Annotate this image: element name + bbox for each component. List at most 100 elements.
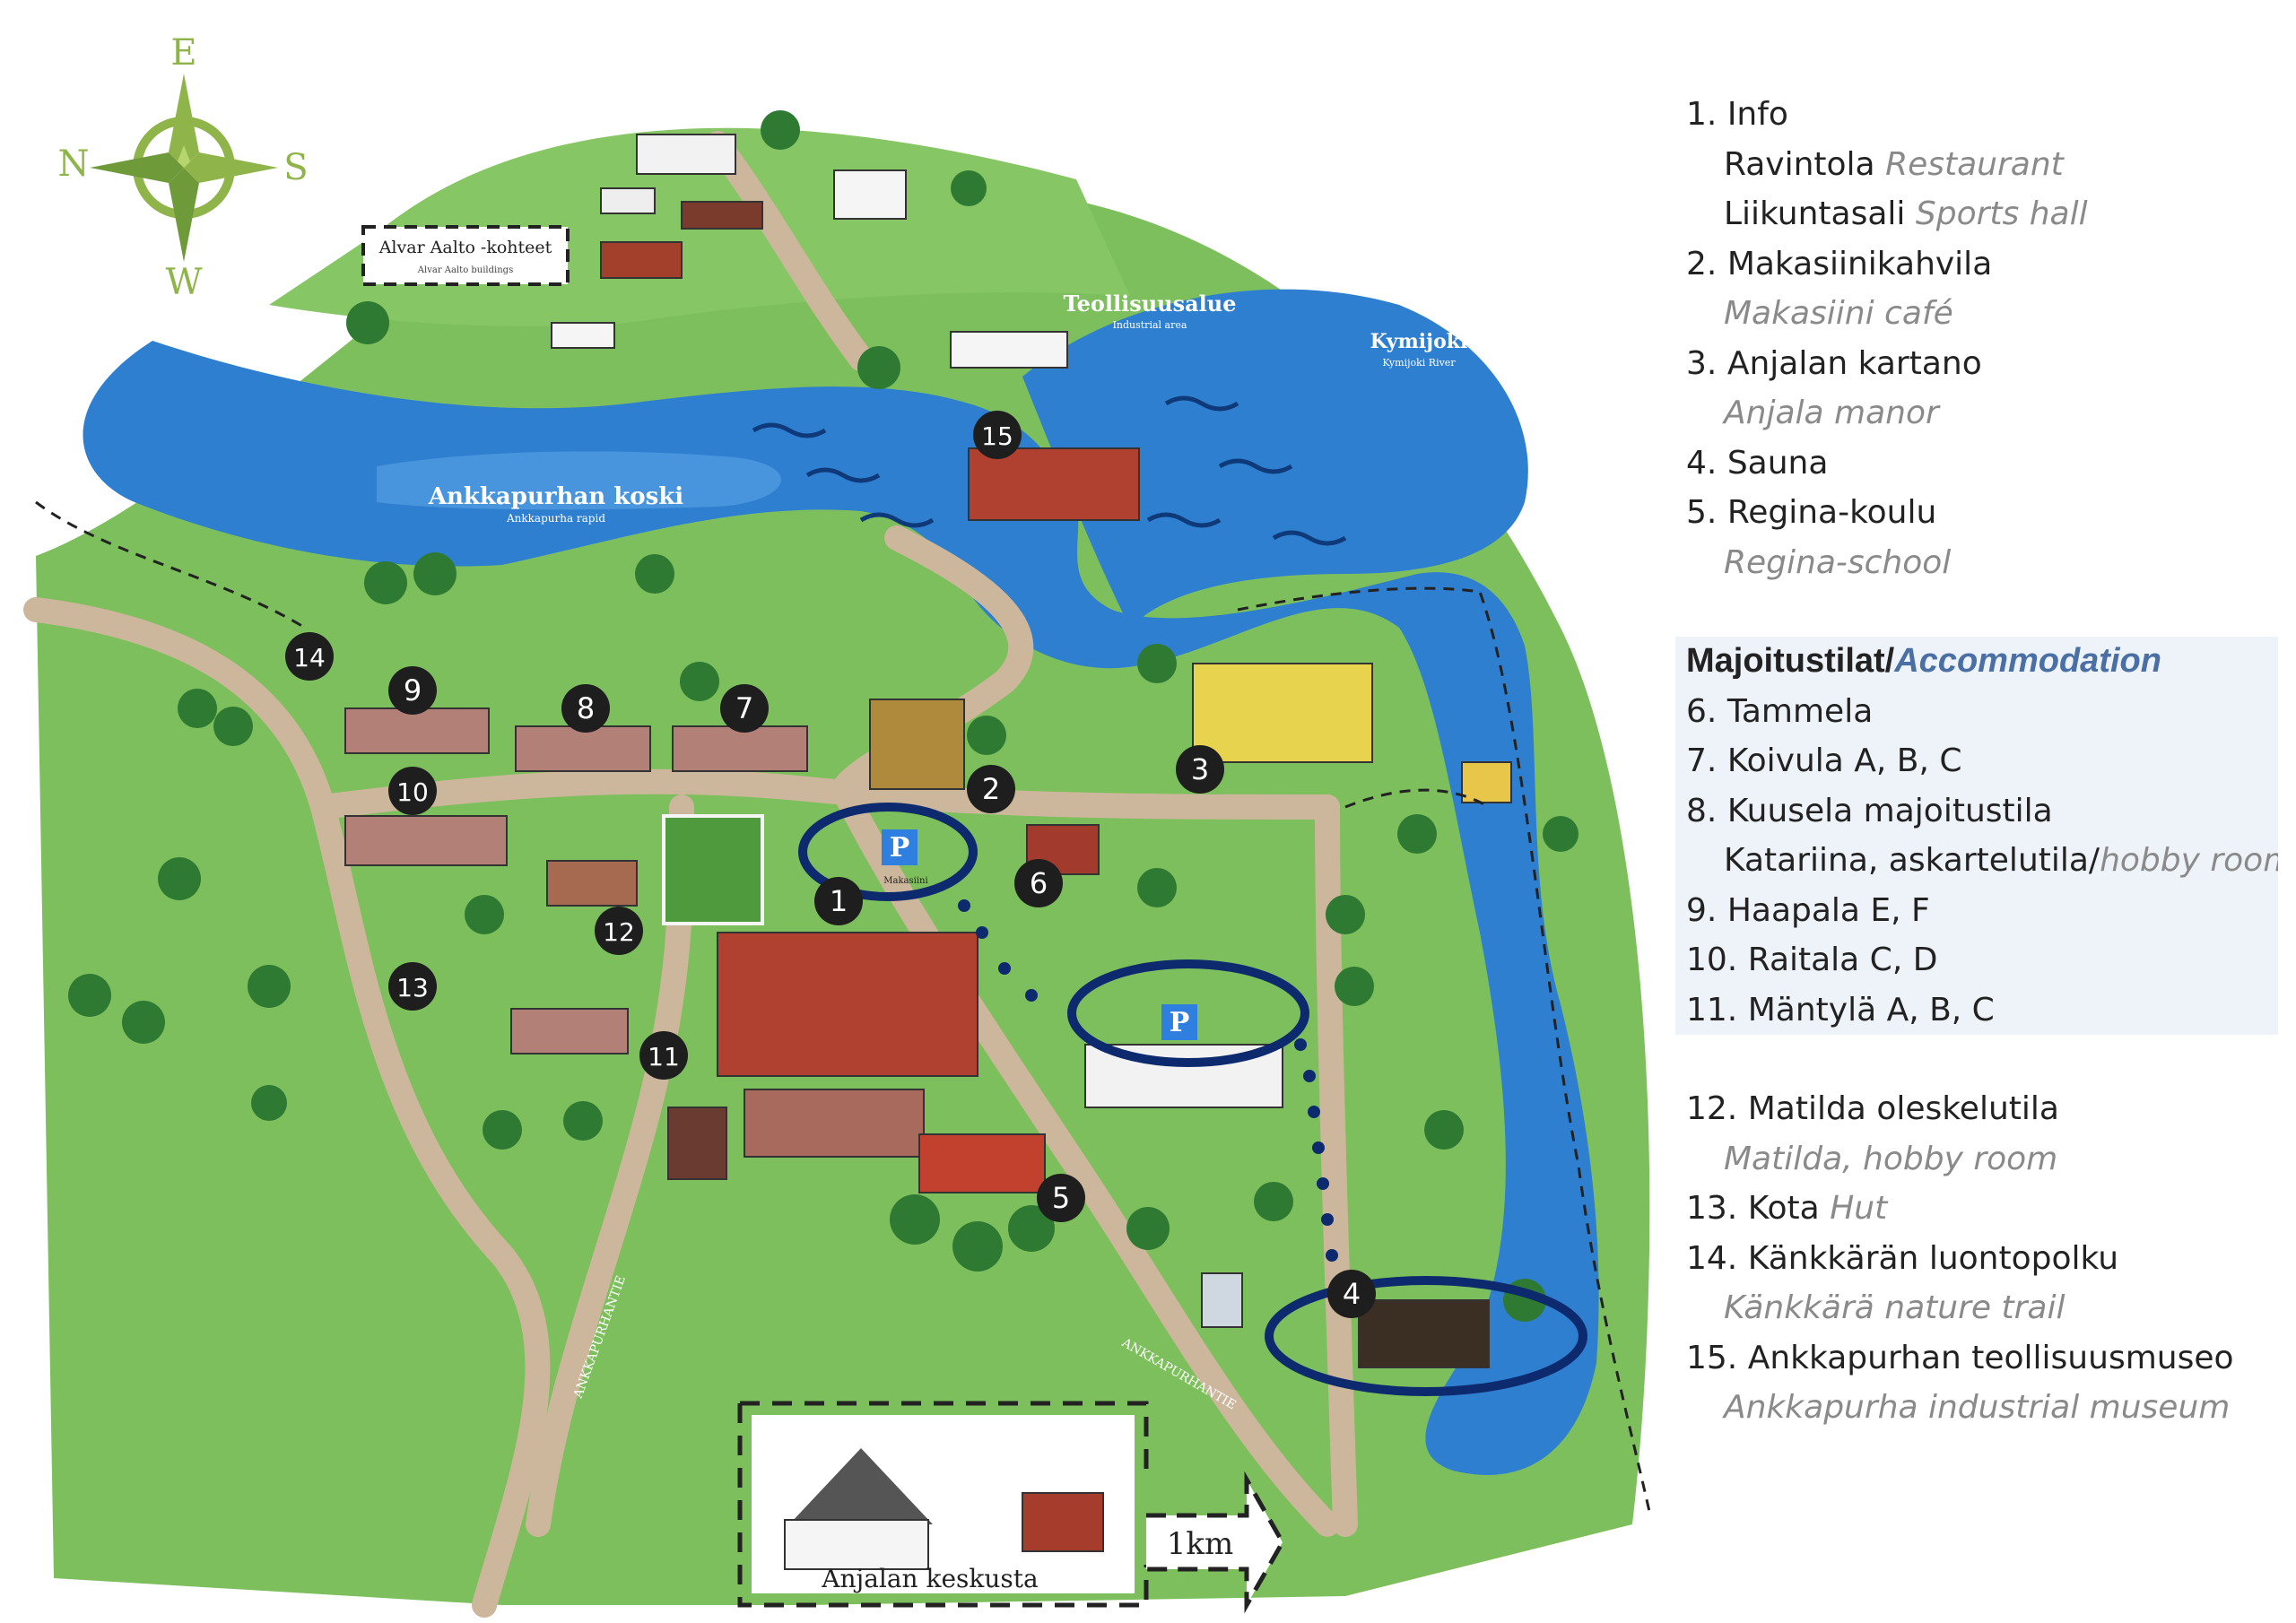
marker-3[interactable]: 3 <box>1176 745 1224 794</box>
legend-item: 1. Info <box>1686 90 2278 140</box>
accommodation-title-en: Accommodation <box>1894 642 2161 680</box>
marker-2[interactable]: 2 <box>967 765 1015 813</box>
legend-gap-2 <box>1686 1035 2278 1084</box>
legend-item: Regina-school <box>1686 538 2278 588</box>
compass-east-label: E <box>170 32 196 74</box>
parking-area-1[interactable]: P Makasiini <box>798 803 978 901</box>
marker-circle <box>973 411 1022 459</box>
marker-circle <box>561 684 610 733</box>
marker-circle <box>639 1031 688 1080</box>
legend-item: 14. Känkkärän luontopolku <box>1686 1234 2278 1284</box>
legend-item: Känkkärä nature trail <box>1686 1283 2278 1333</box>
marker-label: 4 <box>1343 1277 1361 1311</box>
parking-sign-1: P <box>890 832 910 864</box>
legend-item-en: Ankkapurha industrial museum <box>1724 1389 2231 1426</box>
marker-10[interactable]: 10 <box>388 767 437 815</box>
marker-label: 9 <box>404 673 422 707</box>
marker-14[interactable]: 14 <box>285 632 334 681</box>
marker-label: 15 <box>981 421 1013 451</box>
anjala-center-box[interactable]: Anjalan keskusta 1km <box>737 1401 1285 1614</box>
industrial-area-label: Teollisuusalue <box>1063 291 1236 317</box>
marker-6[interactable]: 6 <box>1014 859 1063 907</box>
legend-item: 5. Regina-koulu <box>1686 488 2278 538</box>
marker-circle <box>814 877 863 925</box>
marker-label: 1 <box>830 884 848 918</box>
marker-circle <box>388 666 437 715</box>
marker-circle <box>388 962 437 1011</box>
legend-item: Ankkapurha industrial museum <box>1686 1383 2278 1433</box>
river-upper <box>1022 289 1528 628</box>
legend-item: 4. Sauna <box>1686 438 2278 489</box>
marker-7[interactable]: 7 <box>720 684 769 733</box>
legend-gap <box>1686 587 2278 637</box>
marker-11[interactable]: 11 <box>639 1031 688 1080</box>
rapid-label: Ankkapurhan koski <box>428 483 683 510</box>
legend-item-en: Regina-school <box>1724 543 1952 581</box>
marker-label: 14 <box>293 643 326 673</box>
marker-label: 8 <box>577 691 595 725</box>
legend-item-number: 3. <box>1686 344 1718 382</box>
legend-item-en: Anjala manor <box>1724 395 1939 431</box>
makasiini-sign: Makasiini <box>883 876 927 886</box>
legend-item-number: 15. <box>1686 1339 1738 1376</box>
legend-item-number: 4. <box>1686 444 1718 482</box>
legend-item-fi: Anjalan kartano <box>1726 344 1982 382</box>
rapid-label-en: Ankkapurha rapid <box>506 512 605 525</box>
legend-item-number: 14. <box>1686 1239 1738 1277</box>
river <box>83 341 1599 1475</box>
legend-item-en: Sports hall <box>1915 195 2088 232</box>
legend-item-fi: Tammela <box>1726 692 1874 730</box>
marker-12[interactable]: 12 <box>595 907 643 955</box>
legend-item-fi: Regina-koulu <box>1726 494 1937 531</box>
marker-13[interactable]: 13 <box>388 962 437 1011</box>
legend-item-fi: Haapala E, F <box>1726 891 1930 929</box>
legend-item-fi: Kota <box>1747 1190 1820 1227</box>
marker-label: 12 <box>603 917 635 947</box>
marker-label: 6 <box>1030 866 1048 900</box>
marker-9[interactable]: 9 <box>388 666 437 715</box>
alvar-aalto-sign: Alvar Aalto -kohteet Alvar Aalto buildin… <box>361 225 570 286</box>
area-map[interactable]: Alvar Aalto -kohteet Alvar Aalto buildin… <box>0 0 1686 1623</box>
trees <box>68 110 1578 1322</box>
legend-item-fi: Katariina, askartelutila/ <box>1724 842 2100 879</box>
legend-item: 11. Mäntylä A, B, C <box>1686 985 2278 1036</box>
sauna-highlight <box>1265 1276 1587 1396</box>
river-label: Kymijoki <box>1370 330 1468 353</box>
legend-item: 15. Ankkapurhan teollisuusmuseo <box>1686 1333 2278 1384</box>
legend-item-fi: Ankkapurhan teollisuusmuseo <box>1747 1339 2234 1376</box>
nature-trail <box>35 500 1652 1516</box>
legend-item-number: 5. <box>1686 494 1718 531</box>
distance-label: 1km <box>1167 1526 1233 1562</box>
marker-circle <box>1014 859 1063 907</box>
marker-15[interactable]: 15 <box>973 411 1022 459</box>
marker-circle <box>1037 1174 1085 1222</box>
legend-item-fi: Info <box>1726 96 1788 133</box>
legend-item-number: 2. <box>1686 245 1718 282</box>
marker-label: 11 <box>648 1042 680 1072</box>
legend-item: Anjala manor <box>1686 388 2278 438</box>
legend-item: 8. Kuusela majoitustila <box>1686 786 2278 837</box>
legend-item-fi: Raitala C, D <box>1747 942 1938 978</box>
marker-circle <box>285 632 334 681</box>
marker-4[interactable]: 4 <box>1327 1270 1376 1318</box>
legend-item: 7. Koivula A, B, C <box>1686 736 2278 786</box>
legend-item: 6. Tammela <box>1686 687 2278 737</box>
accommodation-title: Majoitustilat/Accommodation <box>1686 637 2278 687</box>
parking-area-2[interactable]: P <box>1067 959 1309 1067</box>
marker-8[interactable]: 8 <box>561 684 610 733</box>
legend-item-en: Makasiini café <box>1724 295 1953 332</box>
legend-item: 3. Anjalan kartano <box>1686 339 2278 389</box>
legend-item: 12. Matilda oleskelutila <box>1686 1084 2278 1134</box>
legend-item-en: hobby room <box>2100 842 2278 879</box>
legend-item: Katariina, askartelutila/hobby room <box>1686 836 2278 886</box>
marker-5[interactable]: 5 <box>1037 1174 1085 1222</box>
marker-label: 2 <box>982 772 1000 806</box>
legend-item: Ravintola Restaurant <box>1686 140 2278 190</box>
legend-item-number: 6. <box>1686 692 1718 730</box>
legend-item-number: 7. <box>1686 742 1718 779</box>
legend-item-number: 11. <box>1686 991 1738 1028</box>
marker-1[interactable]: 1 <box>814 877 863 925</box>
legend-item-fi: Koivula A, B, C <box>1726 742 1962 779</box>
